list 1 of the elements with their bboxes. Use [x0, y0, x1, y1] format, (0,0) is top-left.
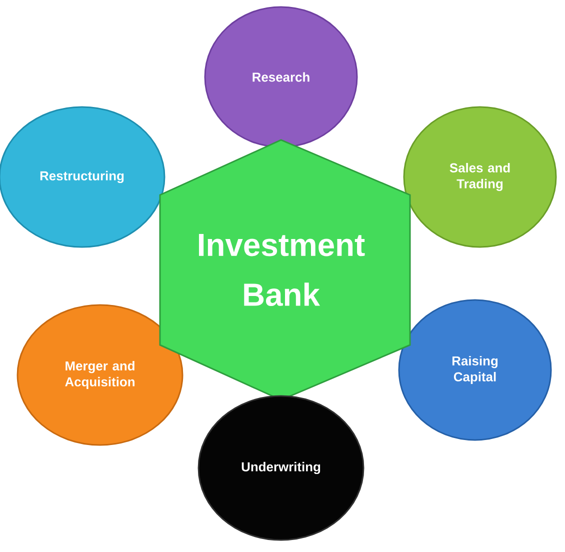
hexagon: Investment Bank — [159, 139, 411, 401]
